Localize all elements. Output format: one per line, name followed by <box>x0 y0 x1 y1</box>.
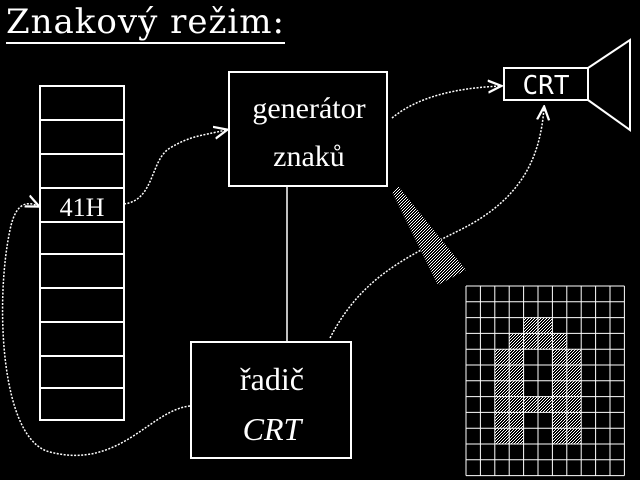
crt-tube-icon: CRT <box>503 38 631 132</box>
crt-label: CRT <box>523 71 570 101</box>
bitmap-pixel-on <box>494 380 510 397</box>
bitmap-pixel-on <box>494 349 510 365</box>
crt-controller-box: řadič CRT <box>190 341 352 459</box>
bitmap-pixel-on <box>538 396 553 413</box>
bitmap-pixel-on <box>523 317 538 334</box>
bitmap-pixel-on <box>552 380 567 397</box>
bitmap-pixel-on <box>509 396 524 413</box>
bitmap-pixel-on <box>509 428 524 444</box>
controller-to-crt-arrow <box>329 108 544 339</box>
page-title: Znakový režim: <box>6 2 285 44</box>
generator-to-grid-beam <box>392 186 466 285</box>
memory-column: 41H <box>39 85 125 421</box>
bitmap-pixel-on <box>552 349 567 365</box>
bitmap-pixel-on <box>523 396 538 413</box>
memory-to-generator-arrow <box>123 130 226 205</box>
bitmap-pixel-on <box>566 428 582 444</box>
controller-label-line2: CRT <box>243 411 304 447</box>
bitmap-pixel-on <box>552 333 567 350</box>
controller-label-line1: řadič <box>240 361 304 397</box>
generator-to-crt-arrow <box>391 86 500 119</box>
bitmap-pixel-on <box>566 396 582 413</box>
bitmap-pixel-on <box>538 317 553 334</box>
bitmap-pixel-on <box>566 349 582 365</box>
bitmap-pixel-on <box>494 365 510 381</box>
bitmap-pixel-on <box>494 412 510 429</box>
bitmap-pixel-on <box>509 380 524 397</box>
bitmap-pixel-on <box>509 333 524 350</box>
bitmap-pixel-on <box>566 412 582 429</box>
bitmap-pixel-on <box>552 428 567 444</box>
generator-label-line2: znaků <box>273 140 345 173</box>
bitmap-pixel-on <box>523 333 538 350</box>
bitmap-pixel-on <box>552 365 567 381</box>
memory-cell-label: 41H <box>60 193 105 222</box>
bitmap-pixel-on <box>552 412 567 429</box>
bitmap-pixel-on <box>538 333 553 350</box>
bitmap-pixel-on <box>494 396 510 413</box>
bitmap-pixel-on <box>509 365 524 381</box>
bitmap-pixel-on <box>509 412 524 429</box>
bitmap-pixel-on <box>509 349 524 365</box>
generator-label-line1: generátor <box>252 92 365 125</box>
bitmap-pixel-on <box>566 380 582 397</box>
controller-to-memory-arrow <box>1 204 191 457</box>
character-bitmap-grid <box>465 285 625 477</box>
bitmap-pixel-on <box>552 396 567 413</box>
bitmap-pixel-on <box>494 428 510 444</box>
bitmap-pixel-on <box>566 365 582 381</box>
character-generator-box: generátor znaků <box>228 71 388 187</box>
